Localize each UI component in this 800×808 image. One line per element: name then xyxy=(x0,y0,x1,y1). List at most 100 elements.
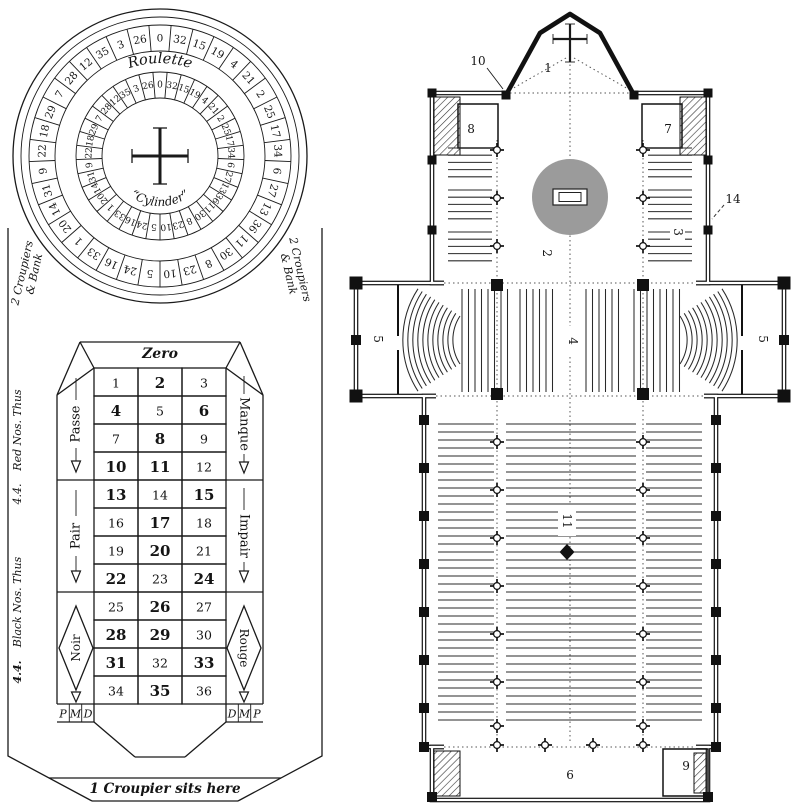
curved-pew-row xyxy=(427,302,440,378)
wheel-number: 33 xyxy=(85,245,103,262)
wheel-number: 0 xyxy=(157,33,164,45)
wheel-pocket-divider xyxy=(169,213,175,239)
croupiers-note-left: 2 Croupiers & Bank xyxy=(8,236,48,310)
section-impair: Impair xyxy=(237,514,252,559)
column-marker xyxy=(638,533,647,542)
plan-label-11: 11 xyxy=(560,513,574,528)
apse-diagonal xyxy=(509,57,567,91)
wheel-number: 9 xyxy=(85,161,96,168)
plan-label-7: 7 xyxy=(664,122,672,136)
buttress-pier xyxy=(703,88,713,98)
wheel-number: 35 xyxy=(118,87,133,101)
curved-pew-row xyxy=(432,304,444,376)
red-numbers-note: Red Nos. Thus xyxy=(11,389,24,472)
wheel-pocket-divider xyxy=(42,96,67,110)
label-14-leader xyxy=(711,204,725,220)
buttress-pier xyxy=(349,389,363,403)
pair-arrowhead xyxy=(70,570,82,584)
wheel-pocket-divider xyxy=(76,144,103,150)
wheel-title: Roulette xyxy=(125,51,194,72)
bet-number-26: 26 xyxy=(150,598,171,616)
wheel-outer-rim xyxy=(12,8,308,304)
buttress-pier xyxy=(419,415,429,425)
wheel-number: 22 xyxy=(36,144,49,158)
curved-pew-row xyxy=(696,304,708,376)
bet-number-29: 29 xyxy=(150,626,171,644)
section-pair: Pair xyxy=(69,522,84,549)
buttress-pier xyxy=(491,279,503,291)
column-marker xyxy=(493,533,502,542)
curved-pew-row xyxy=(717,291,733,389)
wheel-number: 35 xyxy=(94,45,112,62)
table-frame-right xyxy=(237,228,323,802)
wheel-number: 27 xyxy=(221,170,234,184)
buttress-pier xyxy=(711,415,721,425)
bet-number-4: 4 xyxy=(111,402,121,420)
bet-number-33: 33 xyxy=(194,654,215,672)
buttress-pier xyxy=(419,607,429,617)
bet-number-15: 15 xyxy=(194,486,215,504)
wheel-number: 17 xyxy=(223,134,235,148)
wheel-pocket-divider xyxy=(29,160,56,163)
wheel-pocket-divider xyxy=(168,25,172,52)
buttress-pier xyxy=(777,276,791,290)
wheel-number: 10 xyxy=(160,221,173,232)
bet-number-22: 22 xyxy=(106,570,127,588)
bet-number-13: 13 xyxy=(106,486,127,504)
bet-number-34: 34 xyxy=(108,684,124,699)
wheel-number: 31 xyxy=(86,170,99,184)
noir-arrowhead xyxy=(70,691,82,704)
wheel-number: 27 xyxy=(265,182,280,198)
wheel-pocket-divider xyxy=(124,79,137,104)
column-marker xyxy=(493,721,502,730)
section-passe: Passe xyxy=(69,405,84,442)
buttress-pier xyxy=(419,703,429,713)
wheel-pocket-divider xyxy=(112,86,128,109)
wheel-pocket-divider xyxy=(196,200,214,222)
wheel-number: 26 xyxy=(142,81,155,93)
buttress-pier xyxy=(501,90,511,100)
label-10-leader xyxy=(486,67,504,90)
column-marker xyxy=(638,242,647,251)
wheel-number: 6 xyxy=(270,167,283,175)
curved-pew-row xyxy=(713,293,728,387)
dozen-m-left: M xyxy=(69,708,82,721)
bet-number-20: 20 xyxy=(150,542,171,560)
buttress-pier xyxy=(419,463,429,473)
buttress-pier xyxy=(427,225,437,235)
stair-southeast xyxy=(693,752,707,794)
wheel-number: 29 xyxy=(43,104,59,121)
plan-label-9: 9 xyxy=(682,759,690,773)
wheel-rim-ring xyxy=(20,16,300,296)
wheel-pocket-divider xyxy=(187,206,202,230)
wheel-pocket-divider xyxy=(79,130,105,140)
wheel-pocket-divider xyxy=(217,144,244,150)
column-marker xyxy=(493,740,502,749)
wheel-pocket-divider xyxy=(126,29,134,55)
wheel-number: 21 xyxy=(239,69,257,87)
manque-arrowhead xyxy=(238,461,250,475)
wheel-number: 22 xyxy=(84,147,94,159)
wheel-number: 5 xyxy=(150,221,157,231)
label-backing xyxy=(670,221,685,243)
bet-number-30: 30 xyxy=(196,628,212,643)
wheel-pocket-divider xyxy=(217,158,244,161)
wheel-pocket-divider xyxy=(77,167,104,175)
wheel-pocket-divider xyxy=(257,194,282,206)
impair-arrowhead xyxy=(238,570,250,584)
wheel-pocket-divider xyxy=(30,138,56,144)
bet-number-7: 7 xyxy=(112,432,120,447)
wheel-pocket-divider xyxy=(86,47,102,70)
wheel-number: 34 xyxy=(225,147,235,159)
wheel-number: 15 xyxy=(176,83,190,96)
wheel-number: 24 xyxy=(135,218,149,231)
wheel-pocket-divider xyxy=(209,186,232,201)
wheel-number: 24 xyxy=(122,262,138,277)
buttress-pier xyxy=(777,389,791,403)
buttress-pier xyxy=(351,335,361,345)
buttress-pier xyxy=(711,511,721,521)
bet-number-8: 8 xyxy=(155,430,165,448)
